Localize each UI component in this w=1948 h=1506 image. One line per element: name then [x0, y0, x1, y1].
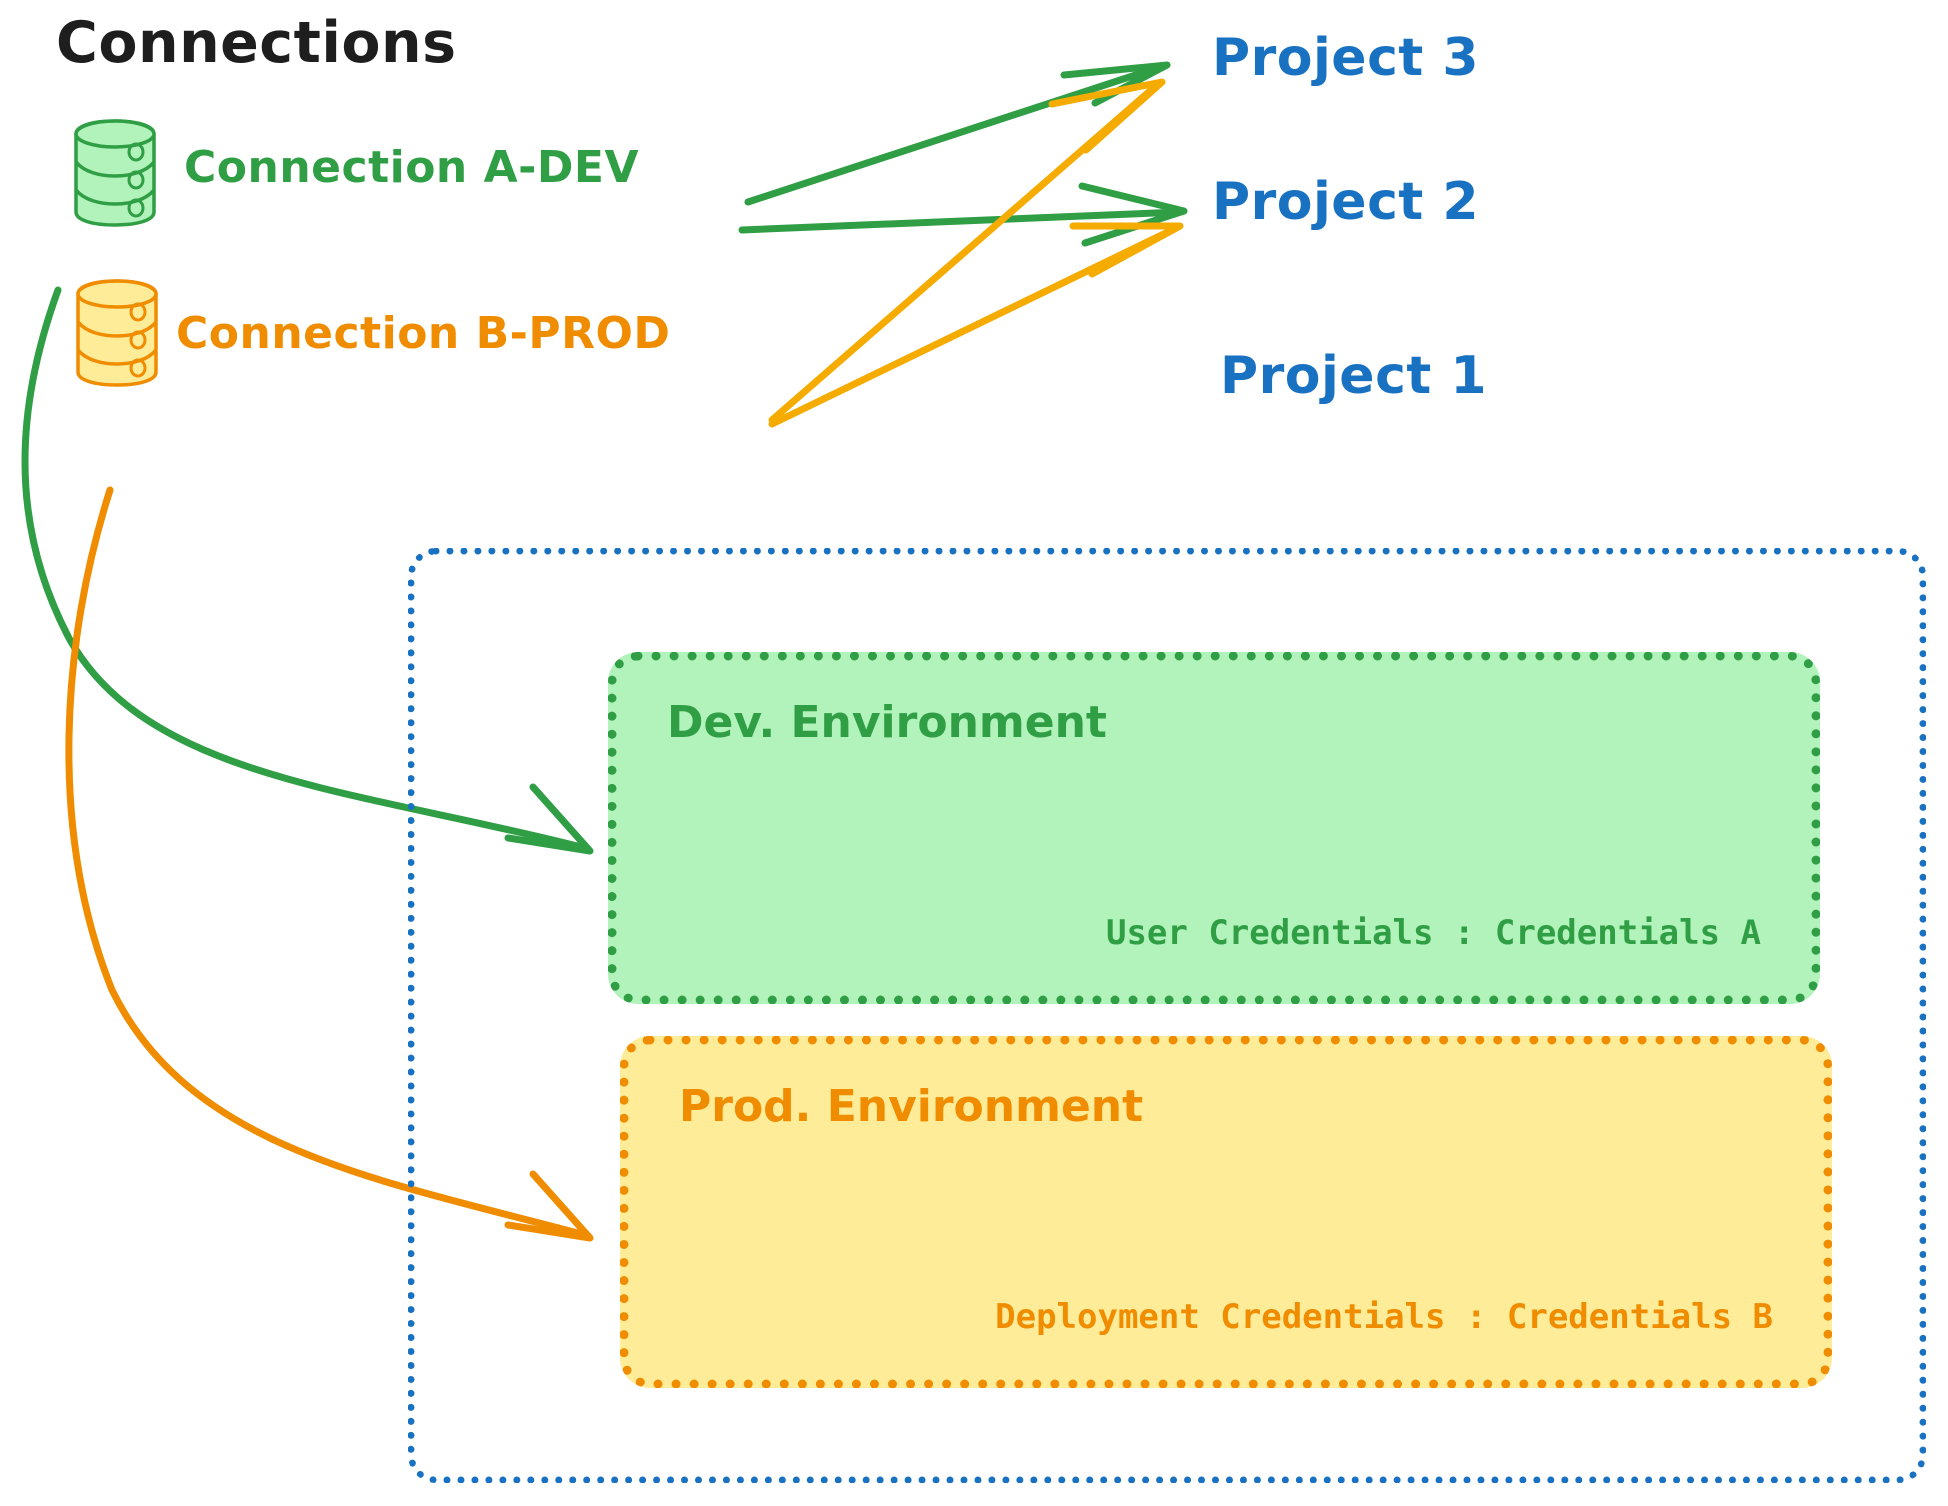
prod-environment-box: Prod. Environment Deployment Credentials…: [620, 1036, 1832, 1388]
project-1-label: Project 1: [1220, 346, 1488, 406]
connection-b-prod-label: Connection B-PROD: [176, 308, 671, 359]
database-icon-connection-a-dev: [74, 119, 156, 227]
database-icon-connection-b-prod: [76, 279, 158, 387]
edge-conn-b-to-project-2: [768, 222, 1184, 428]
page-title: Connections: [56, 10, 457, 76]
prod-environment-title: Prod. Environment: [679, 1081, 1144, 1132]
dev-environment-credentials: User Credentials : Credentials A: [1105, 913, 1761, 953]
project-2-label: Project 2: [1212, 172, 1480, 232]
edge-conn-b-to-project-3: [768, 78, 1166, 424]
dev-environment-box: Dev. Environment User Credentials : Cred…: [608, 652, 1820, 1004]
prod-environment-credentials: Deployment Credentials : Credentials B: [995, 1297, 1773, 1337]
edge-conn-a-to-project-2: [738, 182, 1188, 247]
project-1-container: [408, 548, 1926, 1483]
connection-a-dev-label: Connection A-DEV: [184, 142, 640, 193]
edge-conn-a-to-project-3: [744, 61, 1171, 206]
dev-environment-title: Dev. Environment: [667, 697, 1107, 748]
project-3-label: Project 3: [1212, 28, 1480, 88]
